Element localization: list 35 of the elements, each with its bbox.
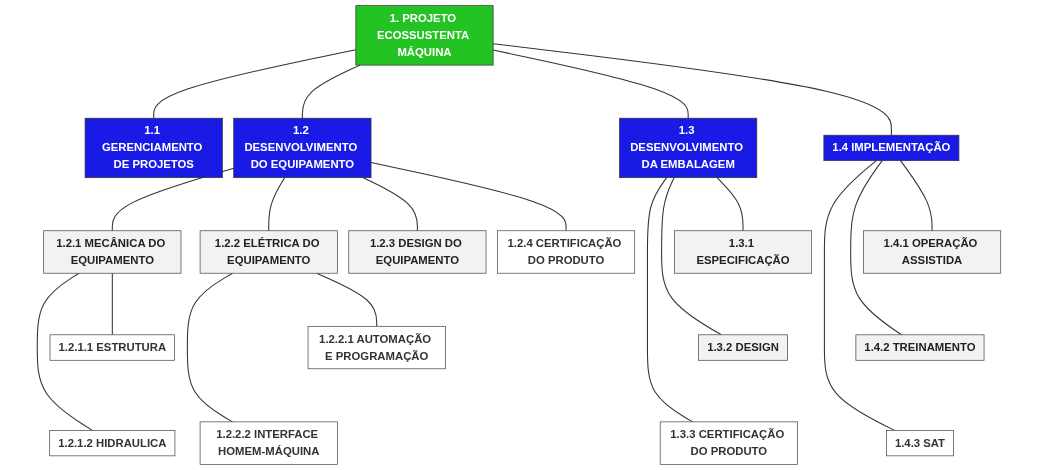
connector — [268, 177, 286, 232]
connector — [900, 160, 933, 232]
node-box: 1.1 GERENCIAMENTO DE PROJETOS — [84, 117, 223, 179]
connector — [646, 177, 694, 423]
node-box: 1.3.2 DESIGN — [698, 334, 788, 361]
node-box: 1.4.2 TREINAMENTO — [855, 334, 985, 361]
connector — [36, 272, 93, 431]
node-box: 1.3 DESENVOLVIMENTO DA EMBALAGEM — [619, 117, 758, 179]
node-box: 1.4.1 OPERAÇÃO ASSISTIDA — [863, 230, 1002, 274]
node-box: 1.2.4 CERTIFICAÇÃO DO PRODUTO — [497, 230, 636, 274]
node-box: 1.3.3 CERTIFICAÇÃO DO PRODUTO — [659, 421, 798, 465]
connector — [661, 177, 722, 336]
node-box: 1.2.2.2 INTERFACE HOMEM-MÁQUINA — [199, 421, 338, 465]
node-box: 1.2 DESENVOLVIMENTO DO EQUIPAMENTO — [233, 117, 372, 179]
connector — [111, 272, 113, 336]
connector — [716, 177, 744, 232]
node-box: 1. PROJETO ECOSSUSTENTA MÁQUINA — [355, 5, 494, 66]
connector — [823, 160, 895, 431]
node-box: 1.2.1.1 ESTRUTURA — [49, 334, 175, 361]
node-box: 1.2.1 MECÂNICA DO EQUIPAMENTO — [43, 230, 182, 274]
connector — [492, 49, 689, 119]
connector — [492, 43, 892, 136]
connector — [316, 272, 378, 327]
connector — [186, 272, 234, 423]
connector — [362, 177, 418, 232]
node-box: 1.2.1.2 HIDRAULICA — [49, 430, 176, 457]
node-box: 1.2.3 DESIGN DO EQUIPAMENTO — [348, 230, 487, 274]
node-box: 1.4 IMPLEMENTAÇÃO — [823, 134, 960, 162]
node-box: 1.2.2 ELÉTRICA DO EQUIPAMENTO — [199, 230, 338, 274]
node-box: 1.2.2.1 AUTOMAÇÃO E PROGRAMAÇÃO — [307, 325, 446, 370]
connector — [850, 160, 902, 336]
node-box: 1.4.3 SAT — [886, 430, 954, 457]
node-box: 1.3.1 ESPECIFICAÇÃO — [674, 230, 812, 274]
connector — [370, 162, 567, 232]
connector — [153, 49, 357, 119]
